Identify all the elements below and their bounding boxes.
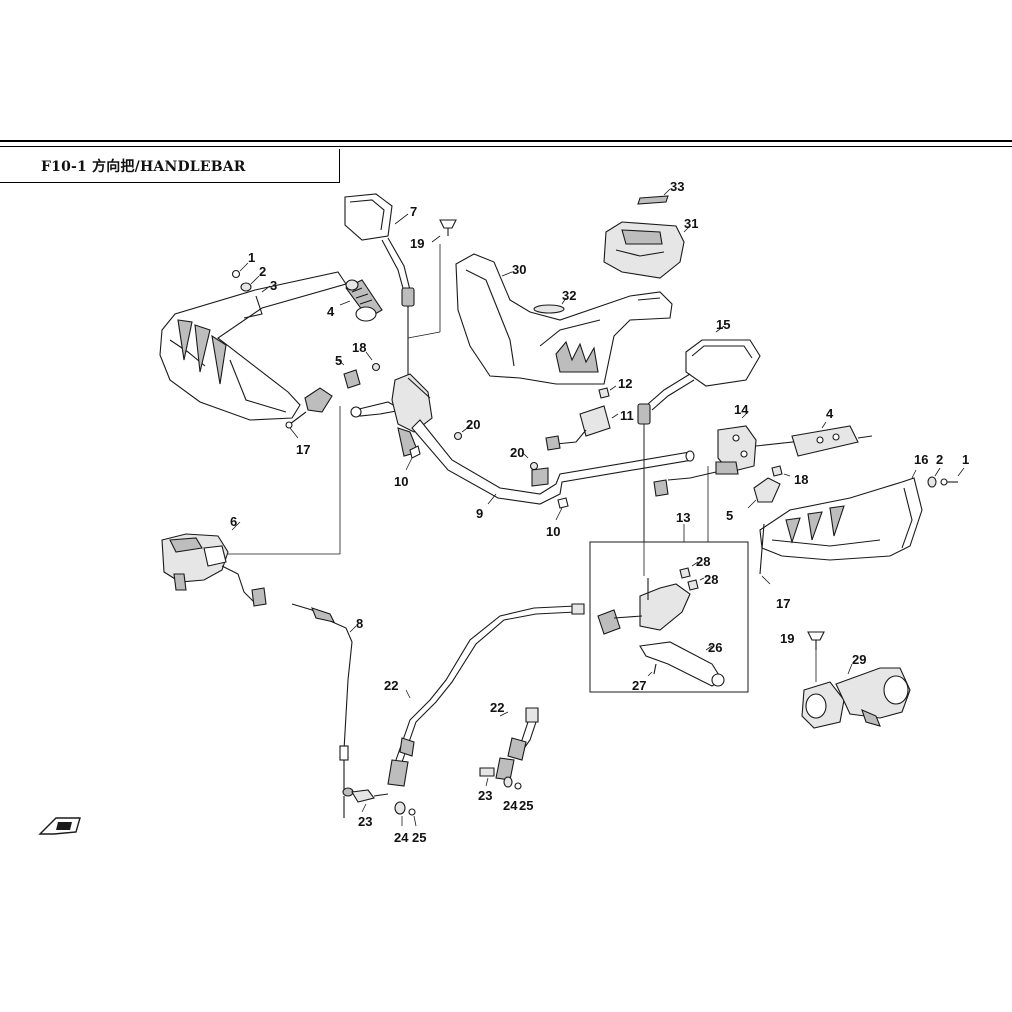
master-cylinder-6 bbox=[161, 521, 267, 607]
callout-1-left: 1 bbox=[248, 250, 255, 265]
callout-23-right: 23 bbox=[478, 788, 492, 803]
callout-2-right: 2 bbox=[936, 452, 943, 467]
callout-28-upper: 28 bbox=[696, 554, 710, 569]
callout-24-left: 24 bbox=[394, 830, 409, 845]
bracket-29 bbox=[801, 663, 911, 729]
page-title: F10-1 方向把/HANDLEBAR bbox=[41, 159, 246, 175]
left-mirror-7 bbox=[344, 193, 415, 380]
start-switch-11 bbox=[545, 405, 619, 451]
washer-25-left bbox=[408, 808, 417, 827]
front-direction-arrow-icon bbox=[38, 817, 81, 835]
callout-5-left: 5 bbox=[335, 353, 342, 368]
callout-16: 16 bbox=[914, 452, 928, 467]
title-box bbox=[0, 149, 340, 183]
callout-17-left: 17 bbox=[296, 442, 310, 457]
callout-22-right: 22 bbox=[490, 700, 504, 715]
right-bolt-1 bbox=[940, 467, 965, 486]
callout-1-right: 1 bbox=[962, 452, 969, 467]
callout-6: 6 bbox=[230, 514, 237, 529]
callout-19-top: 19 bbox=[410, 236, 424, 251]
callout-12: 12 bbox=[618, 376, 632, 391]
right-grip-4 bbox=[791, 421, 873, 457]
callout-29: 29 bbox=[852, 652, 866, 667]
handlebar-9 bbox=[411, 419, 695, 505]
throttle-cable-8 bbox=[291, 603, 357, 818]
callout-20-center: 20 bbox=[510, 445, 524, 460]
bolt-10-left bbox=[405, 445, 421, 471]
nut-12 bbox=[598, 385, 617, 399]
right-hand-guard bbox=[759, 469, 923, 585]
banjo-bolt-23-right bbox=[479, 767, 495, 787]
callout-33: 33 bbox=[670, 179, 684, 194]
callout-7: 7 bbox=[410, 204, 417, 219]
banjo-bolt-23-left bbox=[351, 789, 389, 813]
nut-20-center bbox=[521, 451, 539, 471]
left-nut-18 bbox=[365, 351, 381, 372]
callout-10-center: 10 bbox=[546, 524, 560, 539]
right-washer-2 bbox=[927, 467, 941, 488]
callout-13: 13 bbox=[676, 510, 690, 525]
left-clamp-5 bbox=[337, 359, 361, 389]
left-grip-4 bbox=[345, 279, 383, 322]
callout-25-left: 25 bbox=[412, 830, 426, 845]
callout-25-right: 25 bbox=[519, 798, 533, 813]
callout-5-right: 5 bbox=[726, 508, 733, 523]
right-nut-18 bbox=[771, 465, 791, 477]
push-rivet-19-right bbox=[807, 631, 825, 682]
washer-25-right bbox=[514, 782, 522, 790]
emblem-32 bbox=[533, 297, 567, 314]
wire-connector bbox=[653, 471, 717, 497]
left-hand-guard bbox=[159, 271, 347, 421]
bolt-10-center bbox=[555, 497, 569, 521]
brake-lever-assembly-box-13 bbox=[589, 524, 749, 693]
frame-top-rule bbox=[0, 140, 1012, 142]
right-switch-housing-14 bbox=[707, 411, 831, 536]
callout-15: 15 bbox=[716, 317, 730, 332]
callout-18-left: 18 bbox=[352, 340, 366, 355]
right-clamp-5 bbox=[747, 477, 781, 509]
left-guard-mount bbox=[285, 387, 333, 439]
callout-8: 8 bbox=[356, 616, 363, 631]
frame-second-rule bbox=[0, 146, 1012, 148]
left-lever-assembly bbox=[350, 373, 433, 457]
callout-11: 11 bbox=[620, 408, 634, 423]
callout-17-right: 17 bbox=[776, 596, 790, 611]
callout-31: 31 bbox=[684, 216, 698, 231]
badge-33 bbox=[637, 188, 671, 205]
callout-2-left: 2 bbox=[259, 264, 266, 279]
callout-20-left: 20 bbox=[466, 417, 480, 432]
washer-24-left bbox=[394, 801, 406, 826]
push-rivet-19 bbox=[431, 219, 457, 243]
callout-4-left: 4 bbox=[327, 304, 335, 319]
washer-24-right bbox=[503, 776, 513, 788]
nut-20-left bbox=[453, 425, 471, 441]
callout-9: 9 bbox=[476, 506, 483, 521]
callout-32: 32 bbox=[562, 288, 576, 303]
callout-23-left: 23 bbox=[358, 814, 372, 829]
callout-14: 14 bbox=[734, 402, 749, 417]
callout-10-left: 10 bbox=[394, 474, 408, 489]
callout-18-right: 18 bbox=[794, 472, 808, 487]
callout-26: 26 bbox=[708, 640, 722, 655]
callout-30: 30 bbox=[512, 262, 526, 277]
left-washer-2 bbox=[240, 275, 260, 292]
handlebar-cover-30 bbox=[455, 253, 673, 385]
callout-4-right: 4 bbox=[826, 406, 834, 421]
top-cover-31 bbox=[603, 221, 691, 279]
left-bolt-1 bbox=[231, 262, 249, 279]
callout-24-right: 24 bbox=[503, 798, 518, 813]
callout-22-left: 22 bbox=[384, 678, 398, 693]
callout-3: 3 bbox=[270, 278, 277, 293]
callout-28-lower: 28 bbox=[704, 572, 718, 587]
brake-hose-22-left bbox=[387, 603, 585, 787]
callout-27: 27 bbox=[632, 678, 646, 693]
callout-19-right: 19 bbox=[780, 631, 794, 646]
right-mirror-15 bbox=[637, 325, 761, 576]
brake-hose-22-right bbox=[495, 707, 539, 781]
